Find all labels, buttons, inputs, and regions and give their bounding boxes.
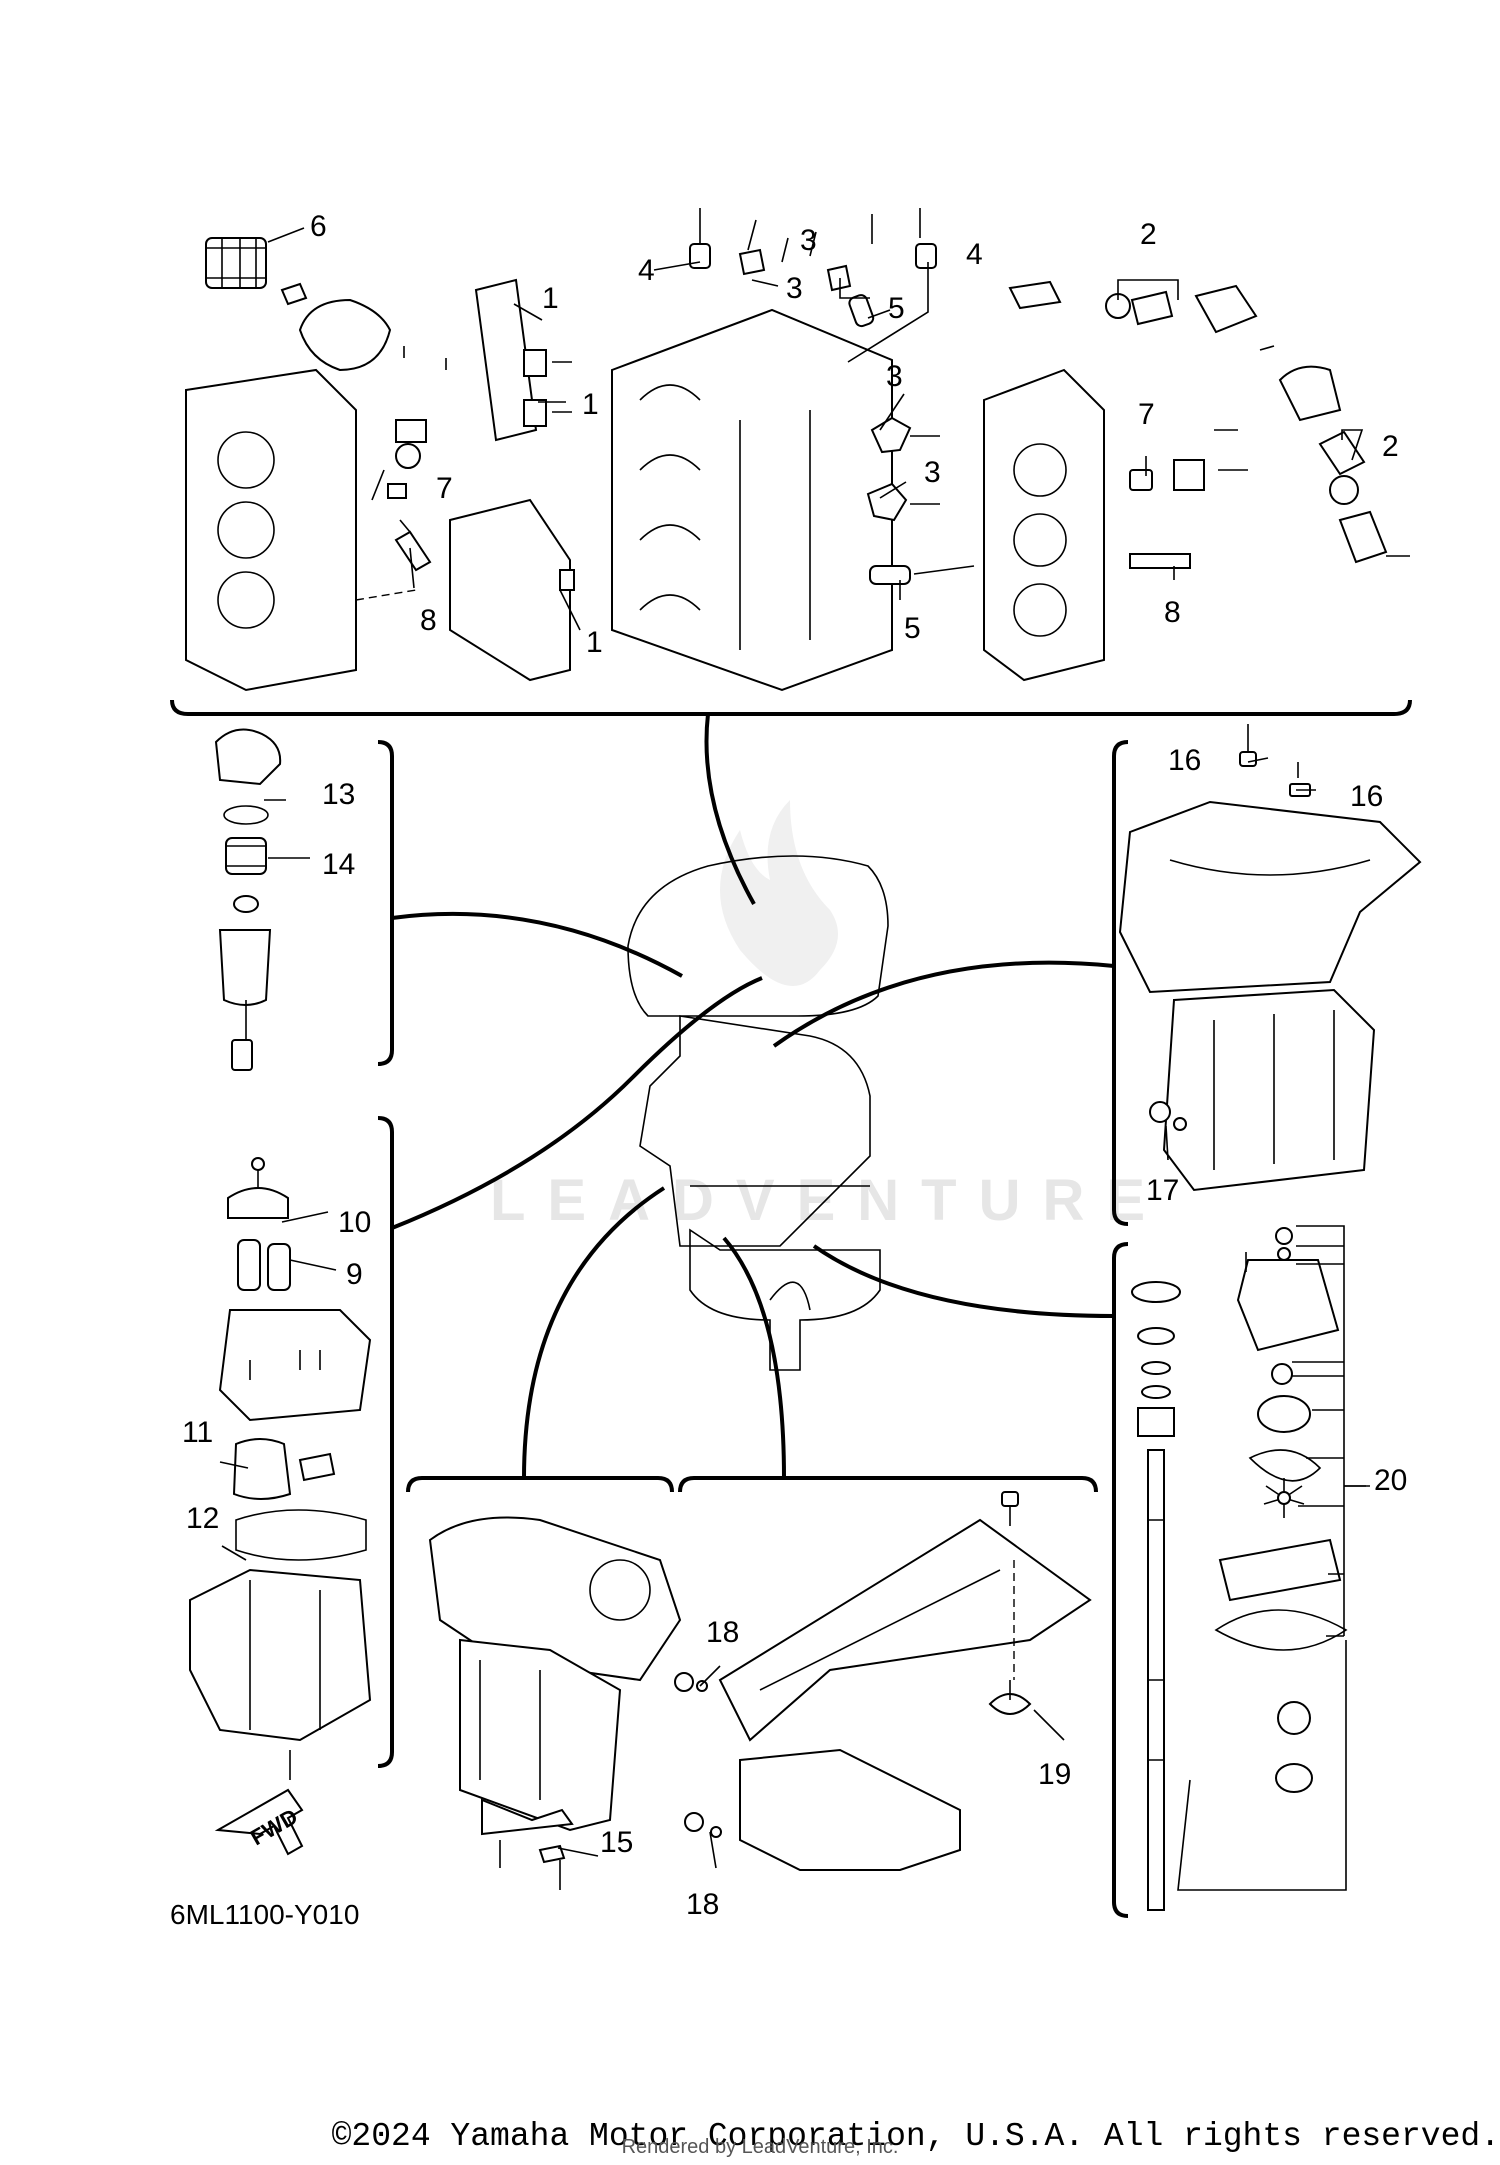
callout-4-left: 4 [638, 254, 655, 287]
callout-18-bottom: 18 [686, 1888, 719, 1921]
callout-13: 13 [322, 778, 355, 811]
callout-11: 11 [182, 1416, 213, 1449]
callout-16-left: 16 [1168, 744, 1201, 777]
powerhead-section [185, 208, 1410, 692]
left-cylinder-head [185, 368, 417, 692]
callout-16-right: 16 [1350, 780, 1383, 813]
outboard-motor-outline [627, 855, 889, 1371]
callout-12: 12 [186, 1502, 219, 1535]
callout-8-left: 8 [420, 604, 437, 637]
callout-1-top: 1 [542, 282, 559, 315]
oil-filter [205, 237, 267, 289]
callout-1-bottom: 1 [586, 626, 603, 659]
callout-10: 10 [338, 1206, 371, 1239]
callout-4-right: 4 [966, 238, 983, 271]
callout-3-top-b: 3 [800, 224, 817, 257]
cylinder-block [611, 308, 893, 692]
callout-7-right: 7 [1138, 398, 1155, 431]
fuel-filter-section [214, 728, 282, 1071]
callout-numbers: 6 1 1 1 4 3 3 5 4 3 3 5 2 2 7 7 8 8 13 1… [170, 210, 1407, 1930]
right-cylinder-head [983, 368, 1105, 682]
callout-5-bottom: 5 [904, 612, 921, 645]
diagram-code: 6ML1100-Y010 [170, 1899, 359, 1930]
watermark: LEADVENTURE [490, 800, 1167, 1233]
callout-6: 6 [310, 210, 327, 243]
callout-1-mid: 1 [582, 388, 599, 421]
water-pump-section [1131, 1225, 1370, 1911]
callout-3-mid-a: 3 [886, 360, 903, 393]
callout-5-top: 5 [888, 292, 905, 325]
callout-15: 15 [600, 1826, 633, 1859]
section-brackets [170, 699, 1412, 1918]
callout-19: 19 [1038, 1758, 1071, 1791]
vapor-separator-section: FWD [189, 1157, 372, 1856]
exhaust-guide-section [1118, 724, 1422, 1192]
watermark-text: LEADVENTURE [490, 1168, 1167, 1233]
callout-18-top: 18 [706, 1616, 739, 1649]
callout-17: 17 [1146, 1174, 1179, 1207]
callout-3-top-a: 3 [786, 272, 803, 305]
lower-unit-section [674, 1491, 1092, 1871]
swivel-bracket-section [428, 1516, 682, 1890]
leader-lines [219, 227, 1366, 1869]
callout-2-right: 2 [1382, 430, 1399, 463]
callout-2-top: 2 [1140, 218, 1157, 251]
callout-7-left: 7 [436, 472, 453, 505]
callout-8-right: 8 [1164, 596, 1181, 629]
callout-20: 20 [1374, 1464, 1407, 1497]
callout-14: 14 [322, 848, 355, 881]
connector-lines [391, 713, 1115, 1479]
copyright-notice: ©2024 Yamaha Motor Corporation, U.S.A. A… [331, 2118, 1500, 2155]
rendered-by-notice: Rendered by LeadVenture, Inc. [621, 2136, 899, 2158]
fwd-arrow-icon: FWD [214, 1788, 304, 1856]
callout-3-mid-b: 3 [924, 456, 941, 489]
impeller-icon [1263, 1478, 1305, 1518]
callout-9: 9 [346, 1258, 363, 1291]
